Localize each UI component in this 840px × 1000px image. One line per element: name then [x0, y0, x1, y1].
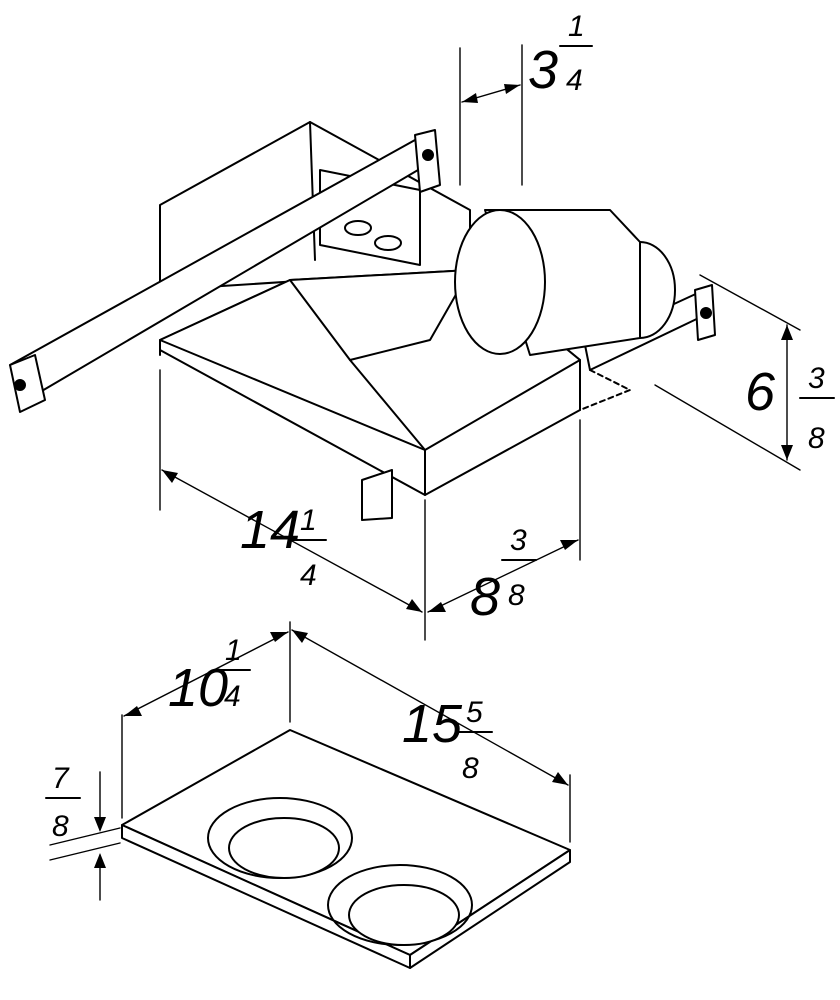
label-grille-depth: 7 8: [45, 762, 81, 843]
screw-hole: [700, 307, 712, 319]
arrowhead: [406, 599, 422, 612]
dim-denominator: 4: [300, 559, 317, 592]
arrowhead: [428, 602, 446, 612]
dim-numerator: 1: [225, 634, 242, 667]
arrowhead: [781, 445, 793, 460]
grille-lens: [228, 817, 340, 879]
hanger-tab: [361, 469, 393, 521]
dim-whole: 3: [528, 40, 558, 100]
grille-lens: [348, 884, 460, 946]
screw-hole: [14, 379, 26, 391]
dim-numerator: 3: [510, 524, 527, 557]
duct-collar: [454, 209, 546, 355]
housing-back-edge: [309, 121, 316, 261]
dimension-lines: [49, 84, 801, 901]
dim-numerator: 7: [52, 762, 70, 795]
hidden-edge: [579, 369, 631, 411]
arrowhead: [124, 706, 142, 716]
arrowhead: [781, 325, 793, 340]
arrowhead: [270, 632, 288, 642]
arrowhead: [292, 630, 308, 643]
fan-housing: [9, 44, 716, 521]
extension-line: [49, 842, 121, 861]
dim-numerator: 1: [300, 504, 317, 537]
label-housing-length: 8 3 8: [470, 524, 537, 627]
label-housing-depth: 3 1 4: [528, 10, 593, 100]
arrowhead: [94, 853, 106, 868]
grille-edge-side: [409, 849, 571, 969]
dim-line-grille-length: [291, 629, 569, 786]
dim-line-grille-width: [123, 631, 289, 717]
arrowhead: [94, 817, 106, 832]
dim-denominator: 4: [566, 64, 583, 97]
dim-denominator: 4: [224, 680, 241, 713]
extension-line: [49, 827, 121, 846]
screw-hole: [422, 149, 434, 161]
grille-face: [121, 729, 571, 956]
dim-whole: 10: [168, 658, 228, 718]
extension-line: [699, 274, 801, 331]
dim-line-housing-length: [427, 539, 579, 613]
dim-whole: 8: [470, 567, 500, 627]
rail-bracket-left: [9, 354, 46, 413]
knockout: [374, 235, 402, 251]
label-grille-length: 15 5 8: [402, 694, 493, 785]
dim-denominator: 8: [508, 579, 525, 612]
arrowhead: [462, 93, 478, 103]
arrowhead: [162, 470, 178, 483]
label-housing-height: 6 3 8: [745, 362, 835, 455]
dim-denominator: 8: [462, 752, 479, 785]
dim-numerator: 5: [466, 696, 483, 729]
knockout: [344, 220, 372, 236]
arrowhead: [552, 772, 568, 785]
rail-bracket-top: [414, 129, 441, 193]
arrowhead: [560, 540, 578, 550]
dim-numerator: 1: [568, 10, 585, 43]
extension-line: [654, 384, 801, 471]
label-grille-width: 10 1 4: [168, 634, 251, 718]
dim-whole: 15: [402, 694, 463, 754]
dim-whole: 6: [745, 362, 776, 422]
dim-denominator: 8: [808, 422, 825, 455]
label-housing-width: 14 1 4: [240, 500, 327, 592]
dim-numerator: 3: [808, 362, 825, 395]
grille-cover: [121, 729, 571, 969]
arrowhead: [504, 84, 520, 94]
dim-whole: 14: [240, 500, 300, 560]
dim-denominator: 8: [52, 810, 69, 843]
